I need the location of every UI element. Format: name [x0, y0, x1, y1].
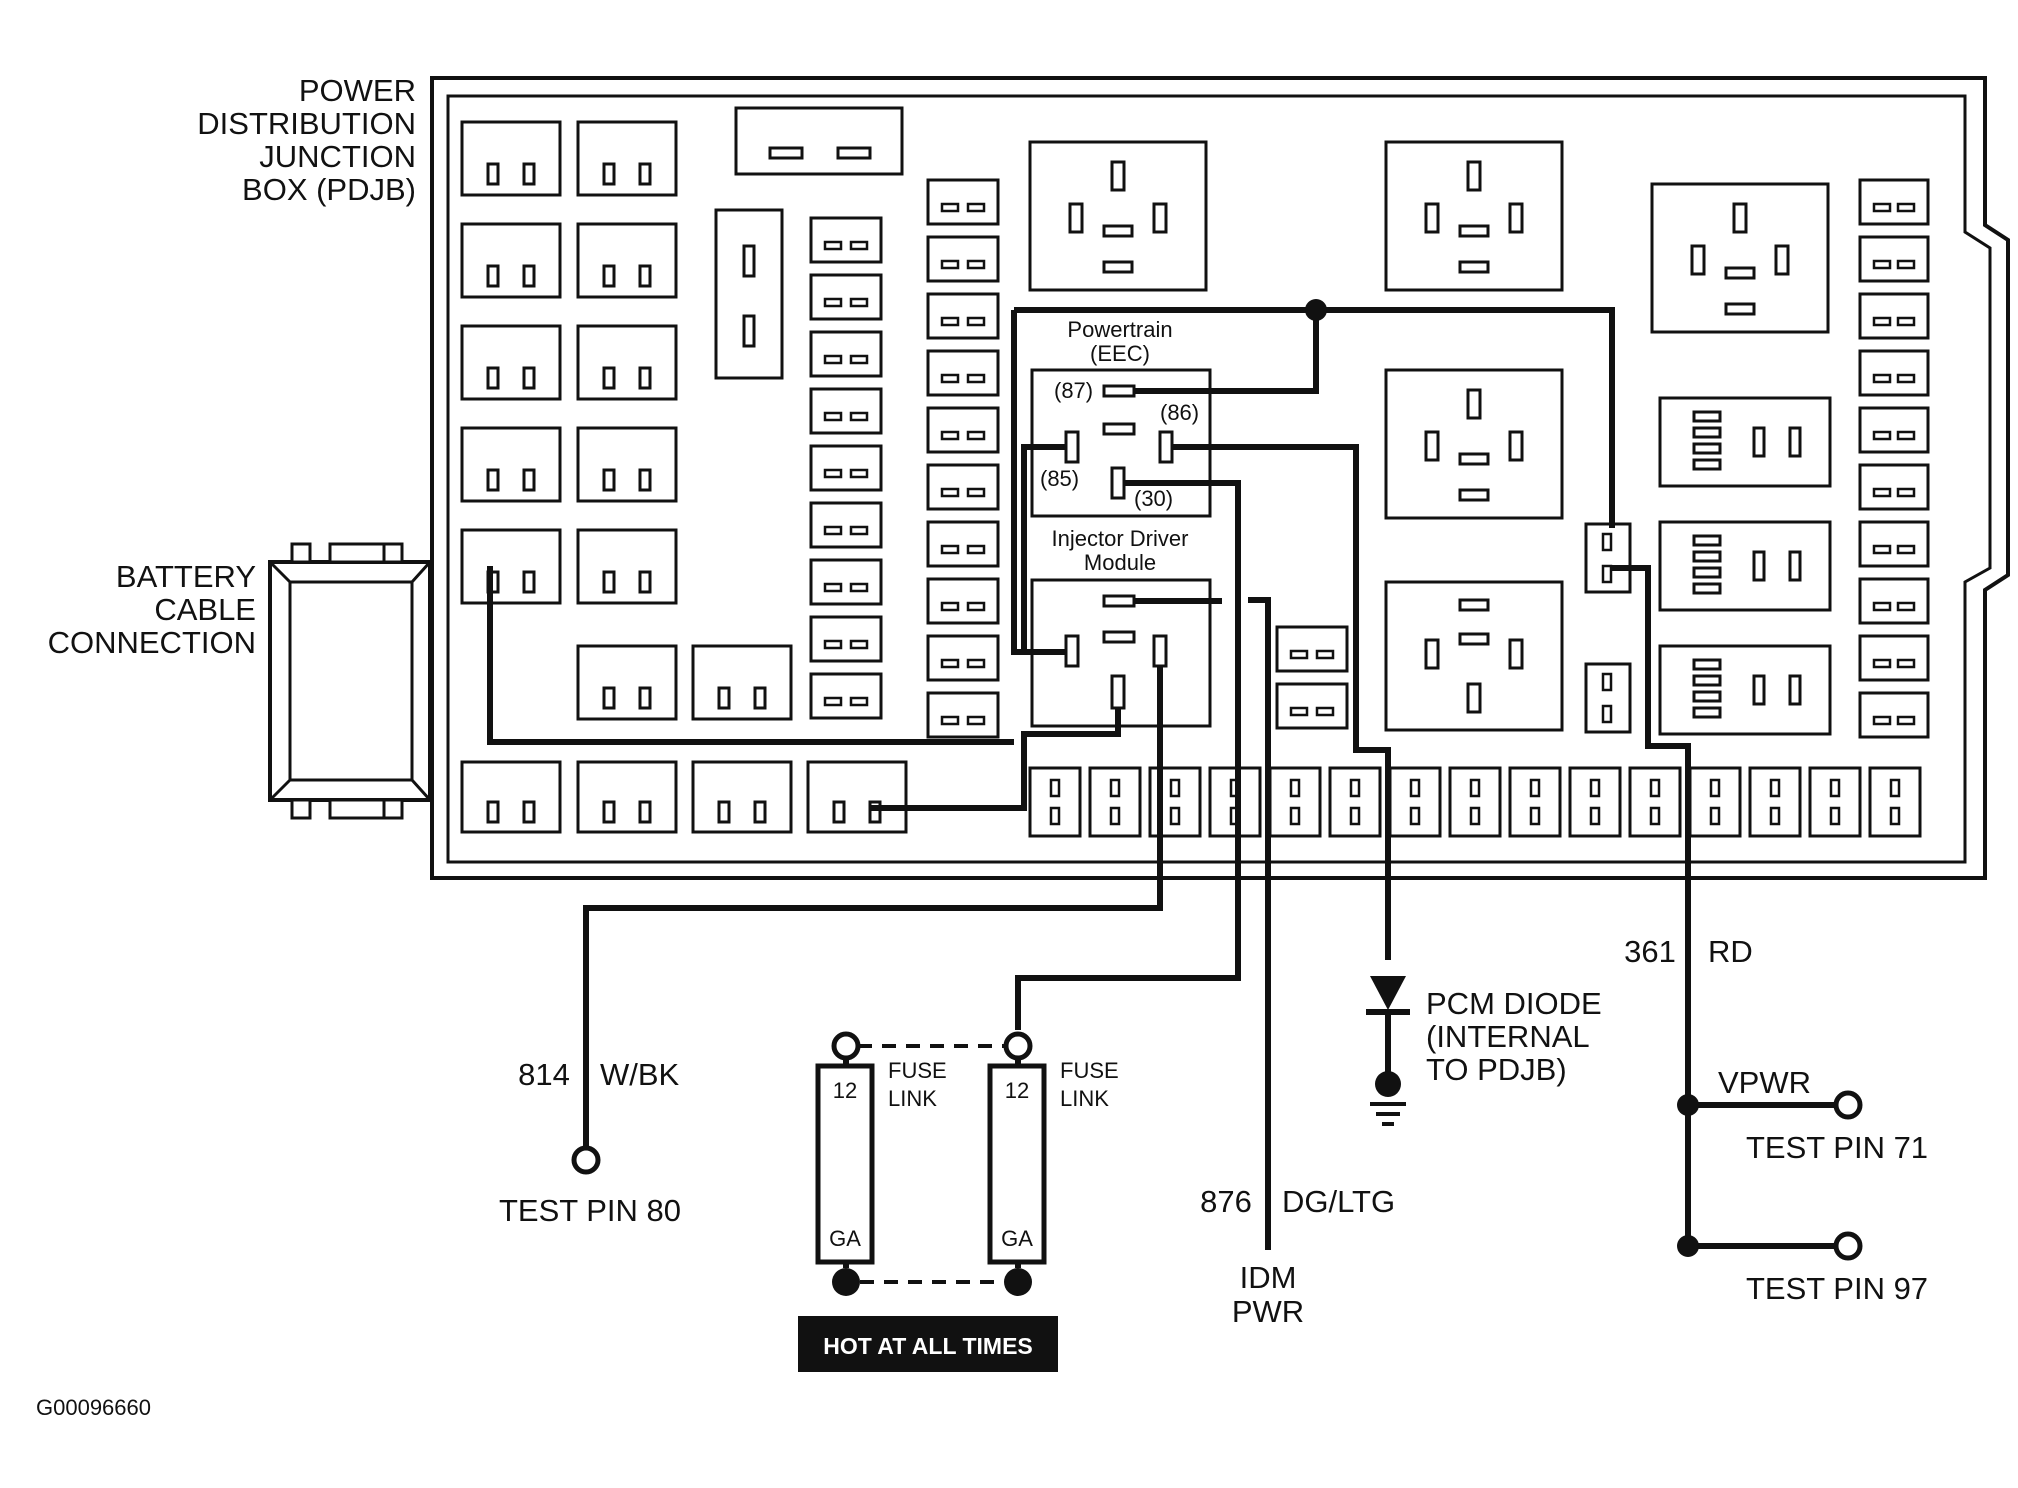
idm-label: IDM — [1240, 1260, 1297, 1295]
pcm-diode-icon — [1366, 976, 1410, 1126]
relay-socket-1 — [1028, 140, 1208, 292]
test-pin-97-icon — [1833, 1231, 1863, 1261]
pdjb-outline — [430, 76, 2010, 880]
injector-driver-module-relay: Injector Driver Module — [1030, 526, 1212, 728]
test-pin-71-label: TEST PIN 71 — [1746, 1130, 1928, 1165]
relay-socket-right-2 — [1658, 520, 1832, 612]
splice-dot-vpwr-71 — [1677, 1094, 1699, 1116]
pcm-diode-line-1: PCM DIODE — [1426, 986, 1602, 1021]
mini-fuse-column-a — [809, 216, 883, 720]
pin-86-label: (86) — [1160, 400, 1199, 425]
powertrain-label: Powertrain — [1067, 317, 1172, 342]
test-pin-80-label: TEST PIN 80 — [499, 1193, 681, 1228]
pin-30-label: (30) — [1134, 486, 1173, 511]
relay-socket-3 — [1650, 182, 1830, 334]
tall-fuse — [714, 208, 784, 380]
pin-87-label: (87) — [1054, 378, 1093, 403]
test-pin-71-icon — [1833, 1090, 1863, 1120]
wire-876-color: DG/LTG — [1282, 1184, 1395, 1219]
fuse-left-label-2: LINK — [888, 1086, 937, 1111]
fuse-right-ga: GA — [1001, 1226, 1033, 1251]
fuse-left-gauge: 12 — [833, 1078, 857, 1103]
fuse-link-right: 12 GA FUSE LINK — [987, 1031, 1119, 1296]
battery-label-line-3: CONNECTION — [48, 625, 256, 660]
diode-housing-lower — [1584, 662, 1632, 734]
left-relay-block — [460, 120, 793, 721]
test-pin-80-icon — [571, 1145, 601, 1175]
bottom-fuse-row — [1028, 766, 1922, 838]
pdjb-label-line-1: POWER — [299, 73, 416, 108]
fuse-link-left: 12 GA FUSE LINK — [815, 1031, 947, 1296]
fuse-left-label-1: FUSE — [888, 1058, 947, 1083]
hot-at-all-times-badge: HOT AT ALL TIMES — [798, 1316, 1058, 1372]
relay-socket-2 — [1384, 140, 1564, 292]
splice-dot-top — [1305, 299, 1327, 321]
relay-socket-4 — [1384, 368, 1564, 520]
powertrain-eec-relay: Powertrain (EEC) (87) (86) (85) (30) — [1030, 317, 1212, 518]
pin-85-label: (85) — [1040, 466, 1079, 491]
wire-814-color: W/BK — [600, 1057, 680, 1092]
pcm-diode-line-2: (INTERNAL — [1426, 1019, 1590, 1054]
hot-at-all-times-text: HOT AT ALL TIMES — [823, 1333, 1033, 1359]
fuse-right-label-2: LINK — [1060, 1086, 1109, 1111]
battery-label-line-2: CABLE — [154, 592, 256, 627]
top-maxi-fuse — [734, 106, 904, 176]
wire-361-color: RD — [1708, 934, 1753, 969]
diode-housing-upper — [1584, 522, 1632, 594]
pdjb-label: POWER DISTRIBUTION JUNCTION BOX (PDJB) — [197, 73, 416, 207]
mini-fuse-column-right — [1858, 178, 1930, 739]
injector-driver-label: Injector Driver — [1052, 526, 1189, 551]
pdjb-label-line-3: JUNCTION — [259, 139, 416, 174]
wire-814-number: 814 — [518, 1057, 570, 1092]
fuse-left-ga: GA — [829, 1226, 861, 1251]
injector-module-label: Module — [1084, 550, 1156, 575]
bottom-left-fuse-row — [460, 760, 908, 834]
figure-id: G00096660 — [36, 1395, 151, 1420]
pcm-diode-line-3: TO PDJB) — [1426, 1052, 1567, 1087]
fuse-right-label-1: FUSE — [1060, 1058, 1119, 1083]
wires — [487, 307, 1836, 1250]
relay-socket-right-1 — [1658, 396, 1832, 488]
pdjb-label-line-2: DISTRIBUTION — [197, 106, 416, 141]
battery-cable-label: BATTERY CABLE CONNECTION — [48, 559, 256, 660]
pwr-label: PWR — [1232, 1294, 1304, 1329]
wire-361-number: 361 — [1624, 934, 1676, 969]
powertrain-eec-label: (EEC) — [1090, 341, 1150, 366]
fuse-right-gauge: 12 — [1005, 1078, 1029, 1103]
pcm-diode-label: PCM DIODE (INTERNAL TO PDJB) — [1426, 986, 1602, 1087]
wire-876-number: 876 — [1200, 1184, 1252, 1219]
battery-cable-connector — [268, 542, 432, 820]
vpwr-label: VPWR — [1718, 1065, 1811, 1100]
relay-socket-5 — [1384, 580, 1564, 732]
relay-socket-right-3 — [1658, 644, 1832, 736]
battery-label-line-1: BATTERY — [116, 559, 256, 594]
test-pin-97-label: TEST PIN 97 — [1746, 1271, 1928, 1306]
mini-fuse-column-b — [926, 178, 1000, 739]
splice-dot-vpwr-97 — [1677, 1235, 1699, 1257]
center-mini-fuses — [1275, 625, 1349, 730]
pdjb-label-line-4: BOX (PDJB) — [242, 172, 416, 207]
